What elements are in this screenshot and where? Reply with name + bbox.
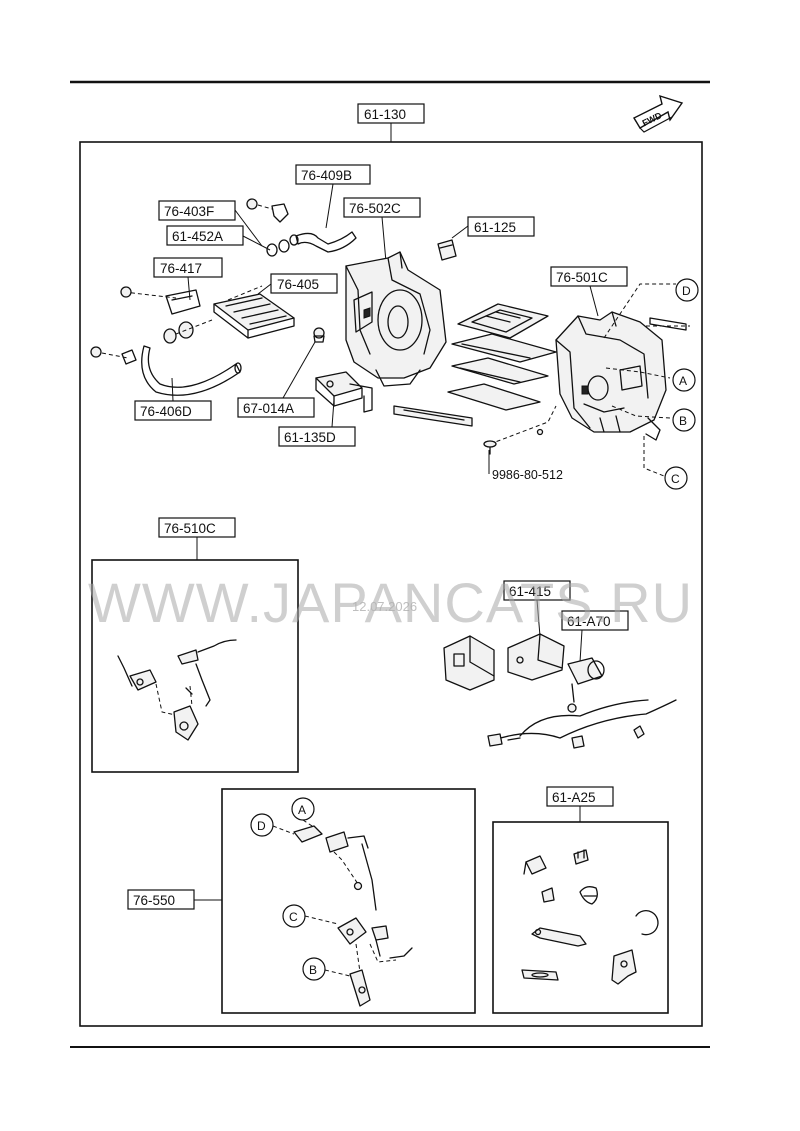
small-parts-61-A25 (521, 849, 659, 985)
label-9986-80-512: 9986-80-512 (492, 468, 563, 482)
label-box-61-130 (357, 103, 425, 124)
callout-A-bottom: A (298, 803, 306, 817)
linkage-76-510C (117, 639, 237, 741)
frame-76-510C (91, 559, 299, 773)
hose-76-406D (90, 345, 242, 396)
wire-harness (487, 699, 677, 749)
hose-76-409B (295, 231, 357, 253)
heater-unit-76-501C (555, 311, 667, 441)
screw-9986-80-512 (483, 440, 497, 455)
bolt-76-403F (246, 198, 273, 210)
callout-D-top: D (682, 284, 691, 298)
label-76-510C: 76-510C (164, 521, 216, 536)
actuator-61-A70 (567, 657, 605, 713)
label-76-417: 76-417 (160, 261, 202, 276)
label-61-135D: 61-135D (284, 430, 336, 445)
label-61-A70: 61-A70 (567, 614, 611, 629)
control-module-61-415 (443, 633, 565, 691)
clip-61-125 (437, 239, 457, 261)
label-76-409B: 76-409B (301, 168, 352, 183)
label-61-415: 61-415 (509, 584, 551, 599)
label-76-403F: 76-403F (164, 204, 214, 219)
watermark-text: WWW.JAPANCATS.RU (88, 571, 693, 634)
filter-76-405 (213, 285, 295, 339)
grommet-67-014A (313, 327, 325, 343)
filter-plates (393, 303, 557, 427)
label-67-014A: 67-014A (243, 401, 294, 416)
clip-76-403F (271, 203, 289, 223)
watermark-date: 12.07.2026 (352, 599, 417, 614)
ring-61-452A (266, 234, 299, 257)
frame-61-A25 (492, 821, 669, 1014)
callout-C-top: C (671, 472, 680, 486)
callout-B-top: B (679, 414, 687, 428)
label-61-A25: 61-A25 (552, 790, 596, 805)
label-76-501C: 76-501C (556, 270, 608, 285)
linkage-76-550 (272, 819, 413, 1007)
callout-B-bottom: B (309, 963, 317, 977)
label-61-452A: 61-452A (172, 229, 223, 244)
callout-C-bottom: C (289, 910, 298, 924)
callout-D-bottom: D (257, 819, 266, 833)
label-76-550: 76-550 (133, 893, 175, 908)
label-61-130: 61-130 (364, 107, 406, 122)
fwd-arrow-icon: FWD (633, 94, 684, 133)
blower-housing-76-502C (345, 251, 447, 387)
label-76-502C: 76-502C (349, 201, 401, 216)
label-61-125: 61-125 (474, 220, 516, 235)
frame-76-550 (221, 788, 476, 1014)
label-76-405: 76-405 (277, 277, 319, 292)
motor-61-135D (315, 371, 373, 413)
label-76-406D: 76-406D (140, 404, 192, 419)
callout-A-top: A (679, 374, 687, 388)
duct-76-417 (120, 286, 213, 344)
